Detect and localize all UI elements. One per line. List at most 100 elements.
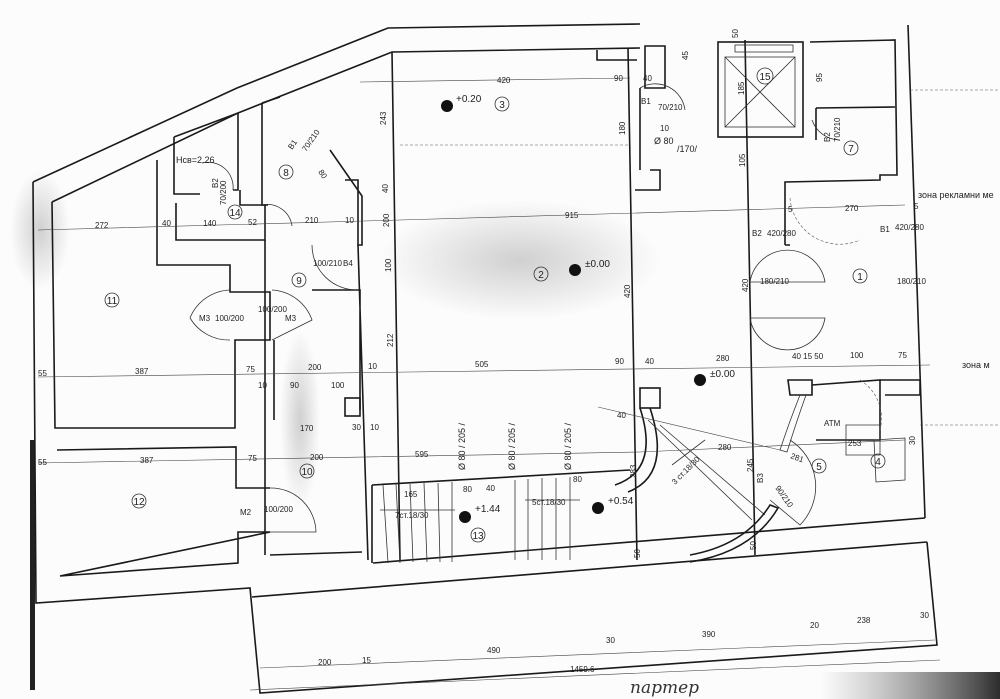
dimension-label: 10: [660, 124, 669, 133]
dimension-label: 10: [345, 216, 354, 225]
door-tag: B2: [752, 229, 762, 238]
dimension-label: 40: [486, 484, 495, 493]
dimension-label: 238: [857, 616, 871, 625]
door-tag: 70/210: [833, 117, 842, 142]
plan-label: 7ст.18/30: [395, 511, 429, 520]
dimension-label: 30: [920, 611, 929, 620]
dimension-label: 180: [618, 121, 627, 135]
dimension-label: 200: [318, 658, 332, 667]
dimension-label: 40: [617, 411, 626, 420]
plan-label: 4: [875, 457, 881, 468]
dimension-label: 280: [718, 443, 732, 452]
dimension-label: 30: [606, 636, 615, 645]
dimension-label: 45: [681, 51, 690, 60]
dimension-label: 387: [135, 367, 149, 376]
dimension-label: 75: [246, 365, 255, 374]
door-tag: 100/200: [215, 314, 244, 323]
plan-label: Hсв=2.26: [176, 155, 215, 165]
plan-label: ±0.00: [710, 369, 735, 380]
dimension-label: 212: [386, 333, 395, 347]
plan-label: +0.54: [608, 496, 634, 507]
plan-label: 12: [133, 497, 145, 508]
plan-label: 2: [538, 270, 544, 281]
dimension-label: 50: [749, 541, 758, 550]
plan-label: 8: [283, 168, 289, 179]
room-8: 8: [278, 164, 294, 180]
plan-label: 1459.6: [570, 665, 595, 674]
dimension-label: 90: [615, 357, 624, 366]
dimension-label: 30: [352, 423, 361, 432]
dimension-label: 30: [908, 436, 917, 445]
elevation-labels: +0.20 ±0.00 ±0.00 +1.44 +0.54: [456, 94, 735, 515]
dimension-label: 390: [702, 630, 716, 639]
door-tag: 100/200: [258, 305, 287, 314]
room-15: 15: [756, 67, 774, 85]
dimension-label: 100: [331, 381, 345, 390]
plan-label: Ø 80 / 205 /: [457, 422, 467, 470]
plan-label: 3: [499, 100, 505, 111]
plan-label: 1: [857, 272, 863, 283]
plan-label: 7: [848, 144, 854, 155]
plan-label: зона рекламни ме: [918, 190, 994, 200]
dimension-label: 40: [643, 74, 652, 83]
plan-label: 13: [472, 531, 484, 542]
door-tag: B1: [286, 138, 299, 152]
door-tag: 100/200: [264, 505, 293, 514]
plan-label: /170/: [677, 144, 698, 154]
door-tag: 100/210: [313, 259, 342, 268]
scan-shadow: [820, 672, 1000, 699]
dimension-label: 180/210: [897, 277, 926, 286]
dimension-label: 210: [305, 216, 319, 225]
dimension-label: 185: [737, 81, 746, 95]
dimension-label: 420: [741, 278, 750, 292]
dimension-label: 170: [300, 424, 314, 433]
door-tag: 70/210: [658, 103, 683, 112]
dimension-label: 55: [38, 369, 47, 378]
room-2: 2: [533, 266, 549, 282]
door-tag: B2: [211, 178, 220, 188]
scan-smudge: [280, 330, 320, 510]
dimension-label: 915: [565, 211, 579, 220]
room-10: 10: [299, 463, 315, 479]
dimension-label: 10: [258, 381, 267, 390]
dimension-label: 50: [633, 549, 642, 558]
door-tag: B3: [756, 473, 765, 483]
door-tag: 420/280: [895, 223, 924, 232]
dimension-label: 90: [614, 74, 623, 83]
door-tag: B1: [880, 225, 890, 234]
dimension-label: 80: [573, 475, 582, 484]
dimension-label: 20: [810, 621, 819, 630]
dimension-label: 100: [384, 258, 393, 272]
dimension-label: 505: [475, 360, 489, 369]
dimension-label: 245: [746, 458, 755, 472]
dimension-label: 40: [645, 357, 654, 366]
dimension-label: 200: [308, 363, 322, 372]
door-tag: M3: [285, 314, 297, 323]
plan-label: зона м: [962, 360, 990, 370]
dimension-label: 420: [623, 284, 632, 298]
dimension-label: 52: [248, 218, 257, 227]
dimension-label: 180/210: [760, 277, 789, 286]
scan-edge: [30, 440, 35, 690]
dimension-label: 283: [629, 464, 638, 478]
room-9: 9: [291, 272, 307, 288]
plan-label: Ø 80: [654, 136, 674, 146]
dimension-label: 387: [140, 456, 154, 465]
plan-label: 11: [107, 296, 118, 307]
dimension-label: 420: [497, 76, 511, 85]
dimension-label: 200: [382, 213, 391, 227]
dimension-label: 272: [95, 221, 109, 230]
room-labels: 1 2 3 4 5 7 8 9 10 11 12 13 14 15: [104, 67, 886, 543]
plan-label: +1.44: [475, 504, 501, 515]
dimension-label: 10: [370, 423, 379, 432]
handwritten-note: партер: [630, 678, 699, 698]
dimension-label: 75: [898, 351, 907, 360]
dimension-label: 40 15 50: [792, 352, 824, 361]
door-tag: B2: [823, 132, 832, 142]
dimension-label: 140: [203, 219, 217, 228]
dimension-label: 50: [731, 29, 740, 38]
room-5: 5: [811, 458, 827, 474]
dimension-label: 75: [248, 454, 257, 463]
dimension-label: 5: [914, 202, 919, 211]
